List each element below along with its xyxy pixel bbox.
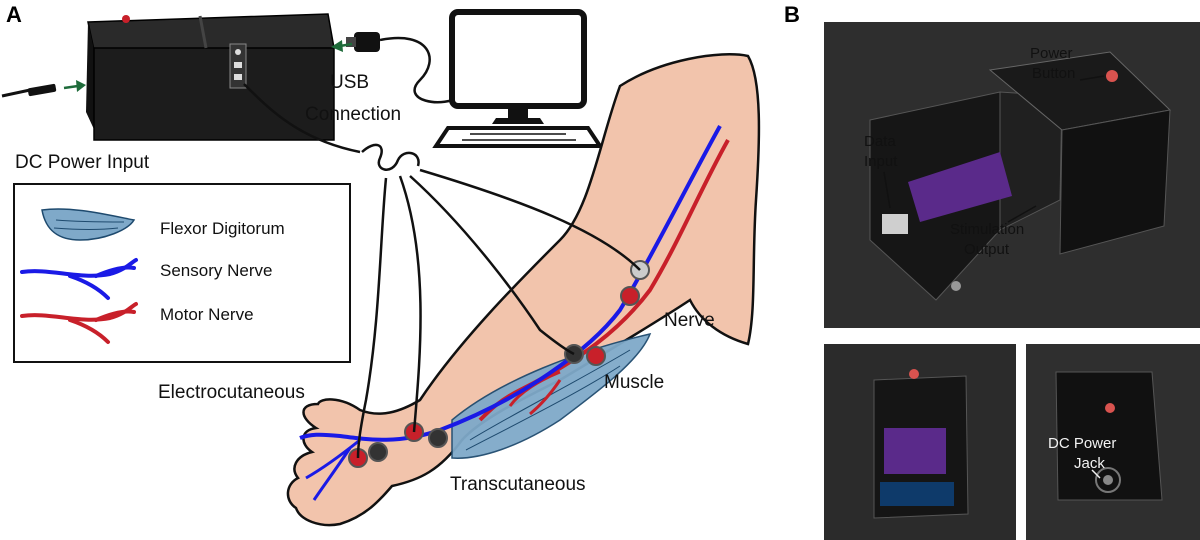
muscle-label: Muscle — [604, 372, 664, 393]
usb-plug-icon — [346, 32, 380, 52]
motor-nerve-icon — [20, 302, 138, 344]
flexor-digitorum-muscle — [451, 332, 652, 459]
legend-sensory-label: Sensory Nerve — [160, 261, 272, 280]
computer-monitor-icon — [432, 9, 604, 148]
electrocutaneous-label: Electrocutaneous — [158, 382, 305, 403]
dc-power-input-label: DC Power Input — [15, 152, 150, 173]
electrode-icon — [428, 428, 448, 448]
stimulator-box — [86, 13, 335, 141]
power-input-arrow-icon — [63, 80, 86, 92]
lead-wires — [243, 83, 641, 459]
device-photo-internal — [824, 344, 1016, 540]
dc-jack-icon — [1095, 467, 1121, 493]
dc-power-plug-icon — [1, 83, 57, 98]
electrode-icon — [586, 346, 606, 366]
usb-label-line1: USB — [330, 72, 369, 93]
data-input-label-line2: Input — [864, 153, 898, 170]
dc-jack-label-line1: DC Power — [1048, 435, 1116, 452]
panel-a-letter: A — [6, 2, 22, 27]
dc-jack-label-line2: Jack — [1074, 455, 1105, 472]
legend-motor-label: Motor Nerve — [160, 305, 254, 324]
stimulation-output-label-line1: Stimulation — [950, 221, 1024, 238]
power-button-label-line2: Button — [1032, 65, 1075, 82]
power-button-icon — [122, 15, 130, 23]
arm-skin — [286, 53, 761, 527]
stimulation-output-label-line2: Output — [964, 241, 1010, 258]
usb-label-line2: Connection — [305, 104, 401, 125]
data-input-label-line1: Data — [864, 133, 896, 150]
arm-illustration — [286, 53, 761, 527]
legend-box: Flexor Digitorum Sensory Nerve Motor Ner… — [13, 183, 351, 363]
electrode-icon — [368, 442, 388, 462]
nerve-label: Nerve — [664, 310, 715, 331]
flexor-digitorum-icon — [41, 208, 136, 241]
sensory-nerve-path — [299, 125, 722, 442]
transcutaneous-label: Transcutaneous — [450, 474, 586, 495]
panel-b-letter: B — [784, 2, 800, 27]
usb-arrow-icon — [331, 40, 353, 52]
sensory-nerve-icon — [20, 258, 138, 300]
device-photo-main — [824, 22, 1200, 328]
electrode-icon — [620, 286, 640, 306]
power-button-label-line1: Power — [1030, 45, 1073, 62]
power-button-photo-icon — [1106, 70, 1118, 82]
legend-flexor-label: Flexor Digitorum — [160, 219, 285, 238]
device-photo-dc-jack — [1026, 344, 1200, 540]
